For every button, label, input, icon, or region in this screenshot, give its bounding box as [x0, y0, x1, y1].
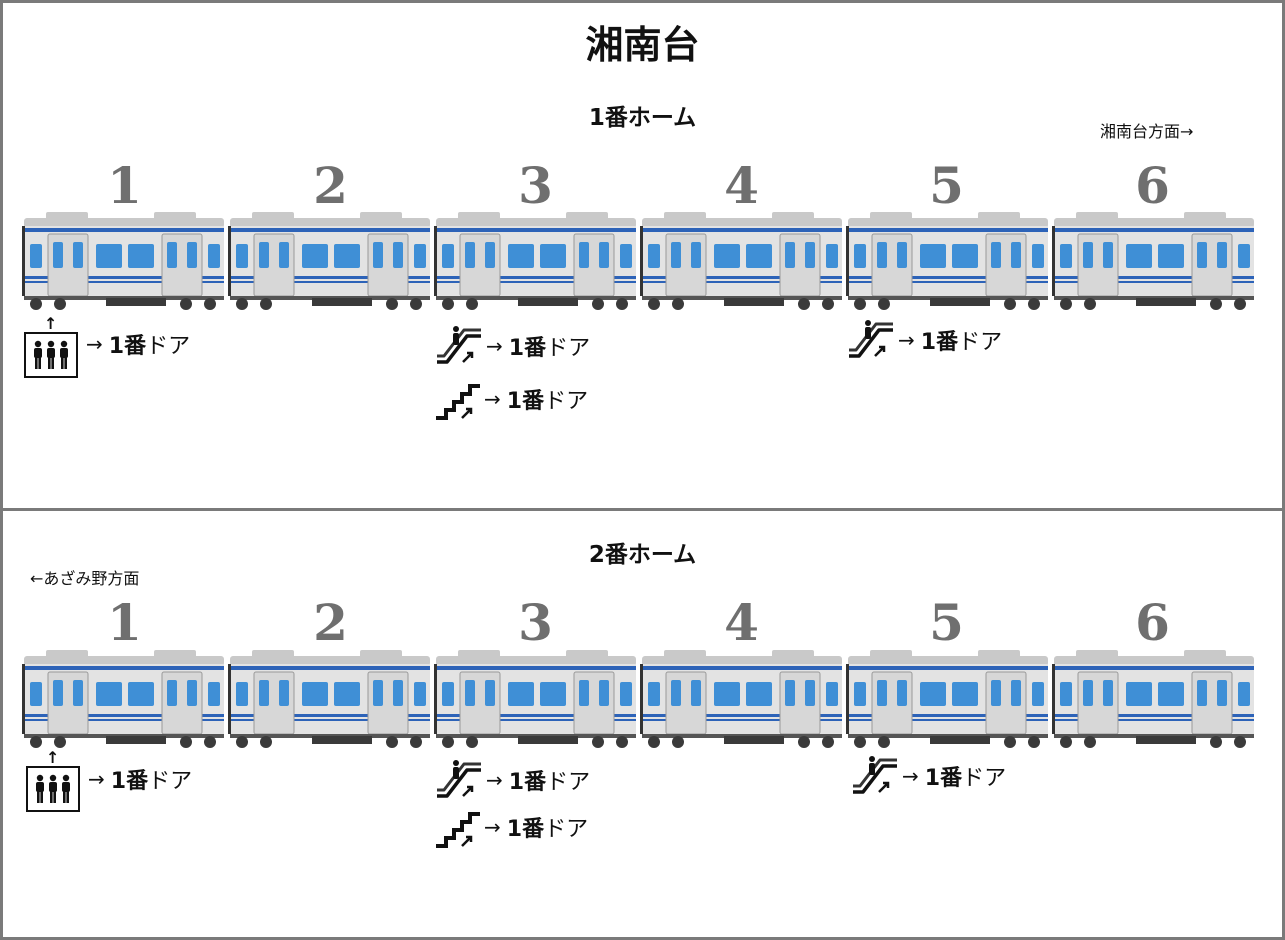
p2-car-number-6: 6 [1135, 593, 1170, 652]
p1-stairs-car3: → 1番ドア [434, 378, 588, 420]
p1-car-number-3: 3 [518, 156, 553, 215]
door-number: 1番 [110, 769, 149, 794]
door-number: 1番 [924, 766, 963, 791]
door-number: 1番 [508, 336, 547, 361]
p1-escalator-car3: → 1番ドア [434, 326, 590, 366]
elevator-icon [26, 766, 80, 812]
door-word: ドア [958, 330, 1003, 355]
p1-car-number-1: 1 [107, 156, 142, 215]
platform-divider [0, 508, 1285, 511]
train-car-2 [228, 212, 430, 310]
door-word: ドア [544, 389, 589, 414]
train-illustration [22, 650, 1254, 748]
elevator-icon [24, 332, 78, 378]
up-arrow-icon: ↑ [44, 314, 58, 333]
p1-car-number-2: 2 [313, 156, 348, 215]
arrow-glyph: → [486, 334, 503, 358]
arrow-glyph: → [902, 764, 919, 788]
arrow-glyph: → [88, 767, 105, 791]
escalator-icon [853, 756, 897, 794]
door-number: 1番 [920, 330, 959, 355]
platform-2-train [22, 648, 1260, 754]
door-word: ドア [962, 766, 1007, 791]
platform-1-title: 1番ホーム [588, 105, 697, 131]
train-car-4 [640, 212, 842, 310]
train-car-3 [434, 212, 636, 310]
arrow-glyph: → [484, 387, 501, 411]
door-number: 1番 [506, 817, 545, 842]
p2-car-number-5: 5 [929, 593, 964, 652]
train-car-4 [640, 650, 842, 748]
door-number: 1番 [506, 389, 545, 414]
escalator-icon [849, 320, 893, 358]
door-number: 1番 [108, 334, 147, 359]
p1-escalator-car5: → 1番ドア [846, 320, 1002, 360]
platform-2-title: 2番ホーム [588, 542, 697, 568]
door-word: ドア [146, 334, 191, 359]
p1-car-number-5: 5 [929, 156, 964, 215]
p1-car-number-4: 4 [724, 156, 759, 215]
p2-car-number-3: 3 [518, 593, 553, 652]
p1-car-number-6: 6 [1135, 156, 1170, 215]
train-car-6 [1052, 650, 1254, 748]
door-word: ドア [544, 817, 589, 842]
p2-car-number-2: 2 [313, 593, 348, 652]
p2-stairs-car3: → 1番ドア [434, 806, 588, 848]
door-number: 1番 [508, 770, 547, 795]
p2-car-number-1: 1 [107, 593, 142, 652]
p2-car-number-4: 4 [724, 593, 759, 652]
arrow-glyph: → [486, 768, 503, 792]
train-car-5 [846, 212, 1048, 310]
p1-elevator-door-label: → 1番ドア [86, 328, 190, 360]
train-car-5 [846, 650, 1048, 748]
p2-elevator-door-label: → 1番ドア [88, 763, 192, 795]
p2-escalator-car5: → 1番ドア [850, 756, 1006, 796]
p2-escalator-car3: → 1番ドア [434, 760, 590, 800]
train-car-3 [434, 650, 636, 748]
platform-1-direction: 湘南台方面→ [1100, 122, 1194, 141]
stairs-icon [436, 812, 480, 848]
train-car-1 [22, 212, 224, 310]
train-illustration [22, 212, 1254, 310]
arrow-glyph: → [484, 815, 501, 839]
platform-1-train [22, 210, 1260, 316]
train-car-6 [1052, 212, 1254, 310]
arrow-glyph: → [898, 328, 915, 352]
stairs-icon [436, 384, 480, 420]
door-word: ドア [148, 769, 193, 794]
station-title: 湘南台 [585, 23, 700, 67]
door-word: ドア [546, 336, 591, 361]
up-arrow-icon: ↑ [46, 748, 60, 767]
arrow-glyph: → [86, 332, 103, 356]
door-word: ドア [546, 770, 591, 795]
escalator-icon [437, 760, 481, 798]
train-car-1 [22, 650, 224, 748]
escalator-icon [437, 326, 481, 364]
platform-2-direction: ←あざみ野方面 [30, 569, 140, 588]
train-car-2 [228, 650, 430, 748]
